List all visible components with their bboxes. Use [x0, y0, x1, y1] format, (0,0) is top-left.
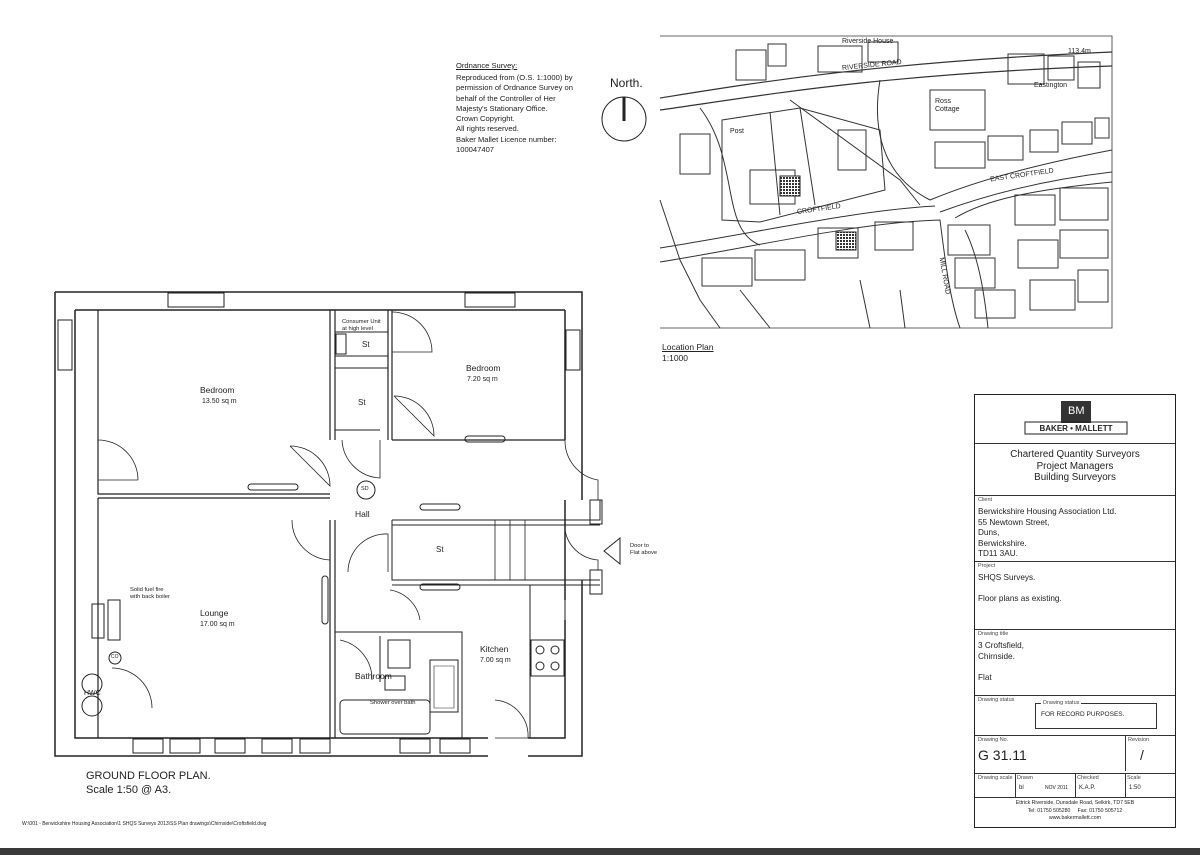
status-label: Drawing status [978, 697, 1015, 703]
revision-value: / [1140, 747, 1144, 763]
store-label-2: St [358, 398, 366, 407]
drawing-date: NOV 2011 [1045, 785, 1068, 791]
drawn-by: bl [1019, 785, 1024, 791]
cylinder-label: HWC [84, 690, 101, 697]
target-building-hatch-1 [779, 175, 801, 197]
location-plan-scale: 1:1000 [662, 353, 688, 363]
drawing-title-address: 3 Croftsfield, Chirnside. Flat [978, 641, 1024, 682]
drawing-status: FOR RECORD PURPOSES. [1041, 711, 1125, 718]
bathroom-name: Bathroom [355, 671, 392, 681]
project-description: SHQS Surveys. Floor plans as existing. [978, 573, 1062, 603]
lounge-area: 17.00 sq m [200, 621, 235, 628]
bedroom2-area: 7.20 sq m [467, 376, 498, 383]
client-address: Berwickshire Housing Association Ltd. 55… [978, 507, 1117, 558]
client-label: Client [978, 497, 993, 503]
kitchen-name: Kitchen [480, 644, 509, 654]
lounge-name: Lounge [200, 608, 229, 618]
status-box [1035, 703, 1157, 729]
store-label-1: St [362, 340, 370, 349]
hall-name: Hall [355, 509, 370, 519]
store-label-3: St [436, 545, 444, 554]
drawing-number-label: Drawing No. [978, 737, 1009, 743]
scale-label: Scale [1127, 775, 1141, 781]
scale-value: 1:50 [1129, 785, 1141, 791]
shower-note: Shower over bath [370, 700, 416, 706]
drawn-scale-label: Drawing scale [978, 775, 1013, 781]
map-label-house: Riverside House [842, 38, 894, 45]
co-detector-label: CO [111, 654, 119, 660]
location-plan-title: Location Plan [662, 342, 714, 352]
baker-mallett-logo-icon [1024, 401, 1128, 435]
fire-note: Solid fuel fire with back boiler [130, 587, 170, 600]
bedroom1-name: Bedroom [200, 385, 235, 395]
revision-label: Revision [1128, 737, 1150, 743]
map-label-ross-cottage: Ross Cottage [935, 98, 960, 114]
company-name: BAKER • MALLETT [1039, 424, 1113, 433]
consumer-unit-note: Consumer Unit at high level [342, 319, 381, 332]
bedroom1-area: 13.50 sq m [202, 398, 237, 405]
address-label: Drawing title [978, 631, 1009, 637]
os-copyright-note: Reproduced from (O.S. 1:1000) by permiss… [456, 73, 573, 155]
map-label-post: Post [730, 128, 745, 135]
kitchen-area: 7.00 sq m [480, 657, 511, 664]
os-heading: Ordnance Survey: [456, 61, 518, 70]
floor-plan-title: GROUND FLOOR PLAN. [86, 770, 211, 782]
project-label: Project [978, 563, 996, 569]
target-building-hatch-2 [835, 231, 857, 251]
title-block: BM BAKER • MALLETT Chartered Quantity Su… [974, 394, 1176, 828]
company-services: Chartered Quantity Surveyors Project Man… [1010, 449, 1140, 483]
drawn-by-label: Drawn [1017, 775, 1033, 781]
door-note: Door to Flat above [630, 543, 658, 556]
bedroom2-name: Bedroom [466, 363, 501, 373]
checked-by: K.A.P. [1079, 785, 1096, 791]
company-footer: Ettrick Riverside, Dunsdale Road, Selkir… [1015, 800, 1135, 821]
drawing-number: G 31.11 [978, 747, 1027, 763]
status-box-label: Drawing status [1041, 700, 1082, 706]
checked-label: Checked [1077, 775, 1099, 781]
logo-letters: BM [1068, 405, 1085, 417]
floor-plan-scale: Scale 1:50 @ A3. [86, 784, 172, 796]
north-label: North. [610, 76, 643, 90]
map-label-eastington: Eastington [1034, 82, 1068, 89]
map-label-spot-height: 113.4m [1068, 48, 1091, 55]
file-path: W:\001 - Berwickshire Housing Associatio… [22, 821, 267, 827]
smoke-detector-label: SD [361, 486, 369, 492]
